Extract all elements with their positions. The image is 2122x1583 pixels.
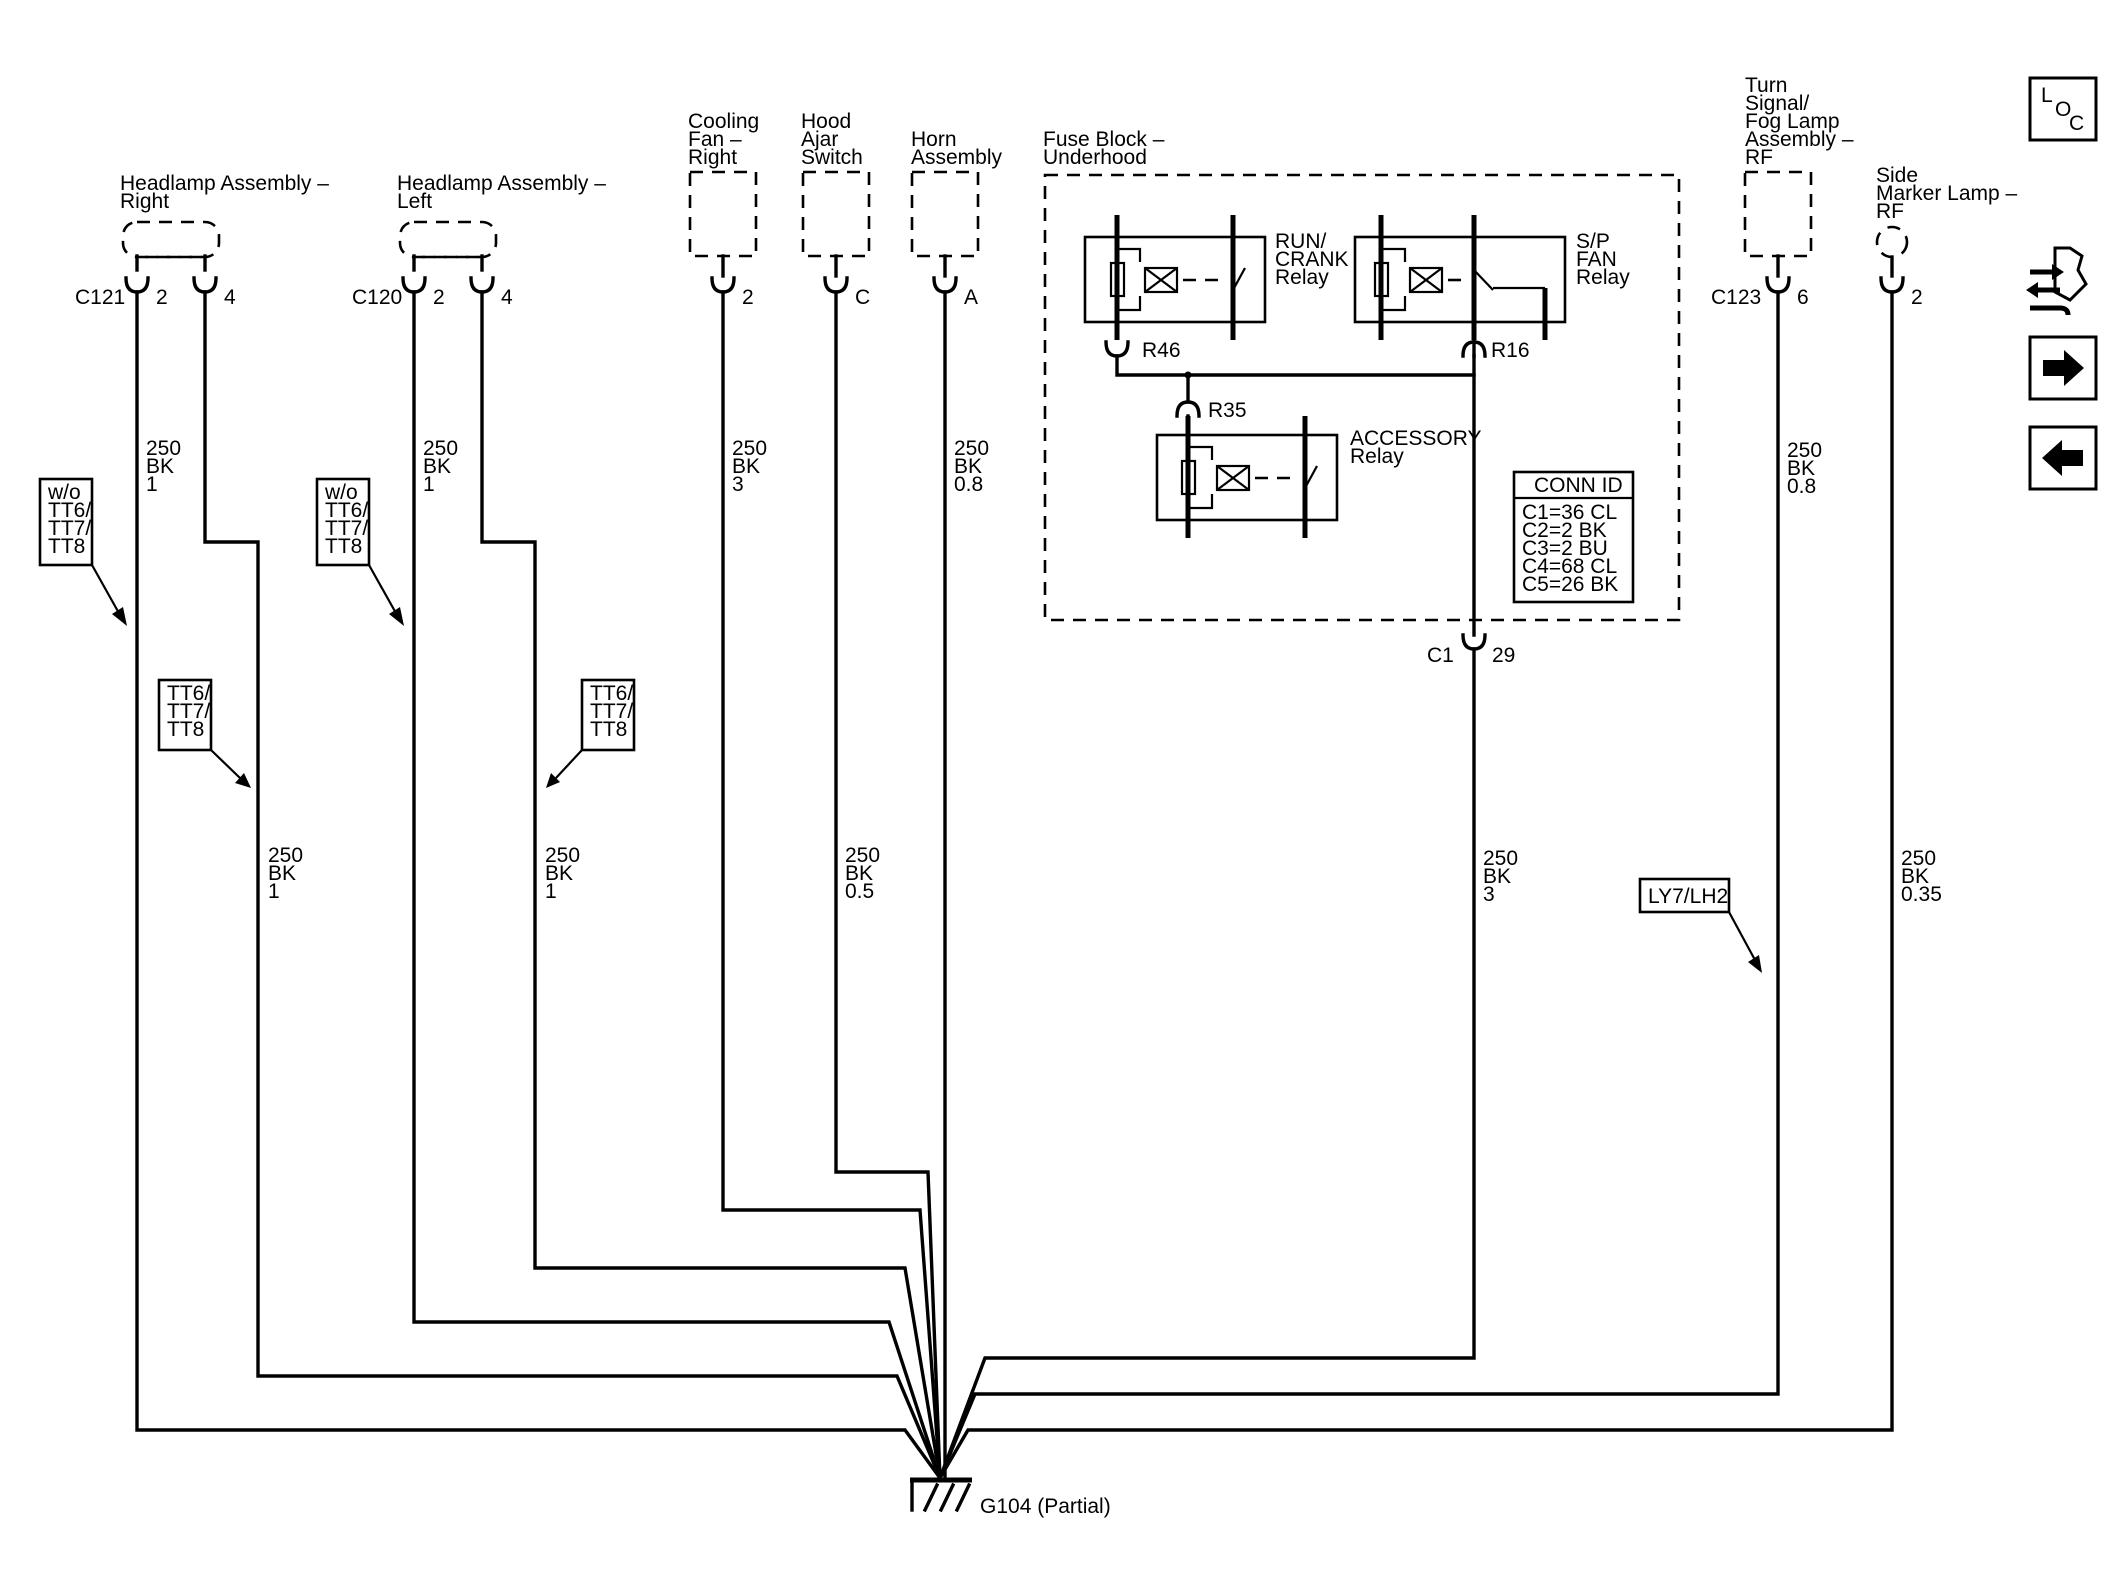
svg-text:TT6/TT7/TT8: TT6/TT7/TT8 xyxy=(590,682,633,741)
headlamp-left-outline xyxy=(398,220,498,259)
fuse-block-wiring xyxy=(1104,338,1487,637)
pin-label: 4 xyxy=(224,286,236,309)
turn-signal-label: Turn Signal/ Fog Lamp Assembly – RF xyxy=(1745,74,1859,169)
pin-label: 2 xyxy=(742,286,754,309)
pin-label: 2 xyxy=(433,286,445,309)
connector-cups xyxy=(124,276,1905,651)
option-box-with-tt: TT6/TT7/TT8 xyxy=(580,678,636,752)
ground-symbol xyxy=(910,1477,972,1513)
connector-c121: C121 xyxy=(75,286,125,309)
svg-text:O: O xyxy=(2055,98,2071,121)
pin-label: 4 xyxy=(501,286,513,309)
relay-pin-r35: R35 xyxy=(1208,399,1247,422)
option-box-ly7: LY7/LH2 xyxy=(1638,877,1731,914)
connector-c120: C120 xyxy=(352,286,402,309)
ground-wires xyxy=(135,290,1894,1481)
headlamp-left-label: Headlamp Assembly – Left xyxy=(397,172,612,213)
svg-text:CONN ID: CONN ID xyxy=(1534,474,1623,497)
cooling-fan-outline xyxy=(688,170,758,258)
connector-c1: C1 xyxy=(1427,644,1454,667)
relay-pin-r16: R16 xyxy=(1491,339,1530,362)
horn-outline xyxy=(910,170,980,258)
headlamp-right-label: Headlamp Assembly – Right xyxy=(120,172,335,213)
location-button[interactable]: L O C xyxy=(2028,76,2098,142)
ground-label: G104 (Partial) xyxy=(980,1495,1111,1518)
pin-label: 6 xyxy=(1797,286,1809,309)
relay-pin-r46: R46 xyxy=(1142,339,1181,362)
fuse-block-outline xyxy=(1043,173,1681,622)
svg-text:TT6/TT7/TT8: TT6/TT7/TT8 xyxy=(167,682,210,741)
arrow-right-icon xyxy=(2043,350,2084,386)
hood-ajar-outline xyxy=(801,170,871,258)
cooling-fan-label: Cooling Fan – Right xyxy=(688,110,765,169)
component-view-icon[interactable] xyxy=(2026,246,2088,316)
next-page-button[interactable] xyxy=(2028,335,2098,401)
hood-ajar-label: Hood Ajar Switch xyxy=(801,110,863,169)
side-marker-outline xyxy=(1875,225,1909,259)
previous-page-button[interactable] xyxy=(2028,425,2098,491)
turn-signal-outline xyxy=(1743,170,1813,258)
svg-text:C: C xyxy=(2069,112,2084,135)
option-arrows xyxy=(91,564,1762,973)
svg-text:LY7/LH2: LY7/LH2 xyxy=(1648,885,1728,908)
svg-text:L: L xyxy=(2041,84,2053,107)
pin-label: 2 xyxy=(1911,286,1923,309)
pin-label: 29 xyxy=(1492,644,1515,667)
horn-label: Horn Assembly xyxy=(911,128,1003,169)
side-marker-label: Side Marker Lamp – RF xyxy=(1876,164,2023,223)
pin-label: C xyxy=(855,286,870,309)
arrow-left-icon xyxy=(2042,440,2083,476)
headlamp-right-outline xyxy=(121,220,221,259)
connector-c123: C123 xyxy=(1711,286,1761,309)
option-box-with-tt: TT6/TT7/TT8 xyxy=(157,678,213,752)
fuse-block-label: Fuse Block – Underhood xyxy=(1043,128,1170,169)
pin-label: A xyxy=(964,286,978,309)
pin-label: 2 xyxy=(156,286,168,309)
